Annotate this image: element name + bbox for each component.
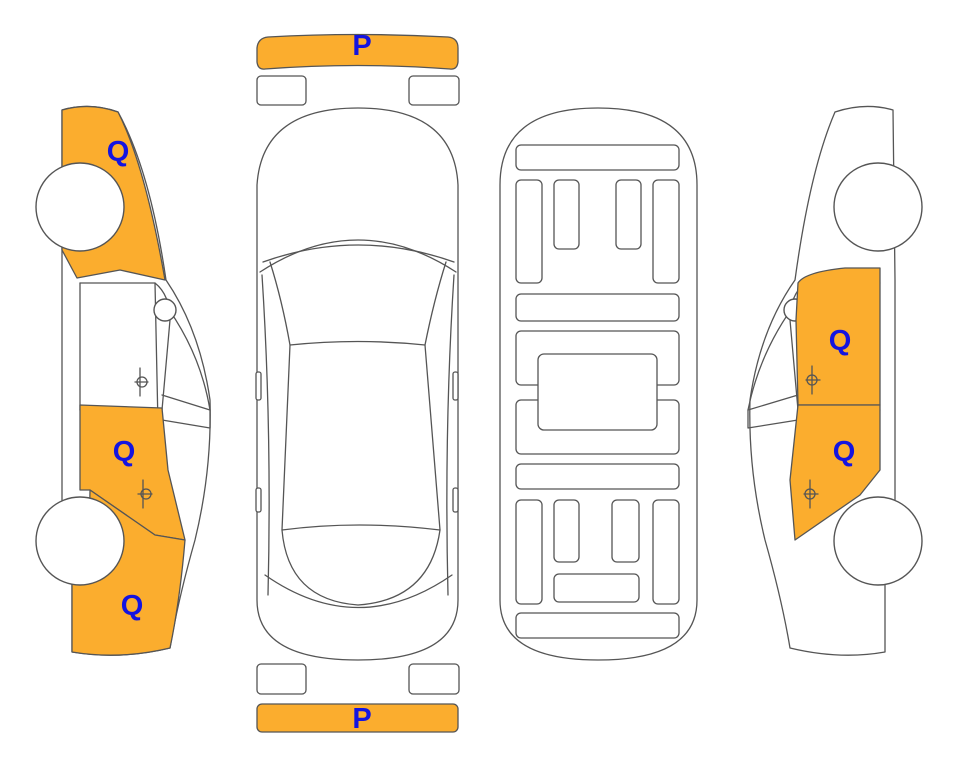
right-rear-wheel <box>833 496 923 586</box>
right-door-handle <box>806 374 818 386</box>
left-beltline <box>161 394 211 429</box>
rear-bumper-label: P <box>352 703 371 735</box>
rear-window <box>281 529 441 606</box>
front-bumper-label: P <box>352 30 371 62</box>
floor-panel <box>515 499 543 605</box>
left-front-fender-label: Q <box>107 136 130 168</box>
left-mirror <box>255 371 262 401</box>
right-body-outline <box>749 105 896 656</box>
left-handle <box>255 487 262 513</box>
floor-panel <box>515 179 543 284</box>
trunk-line <box>264 574 453 609</box>
top-body-outline <box>256 107 459 661</box>
right-door-handle <box>804 488 816 500</box>
left-rear-quarter-label: Q <box>121 590 144 622</box>
right-rear-door-label: Q <box>833 436 856 468</box>
right-front-wheel <box>833 162 923 252</box>
floor-panel <box>553 573 640 603</box>
a-pillar-left <box>269 261 291 346</box>
front-left-light <box>256 75 307 106</box>
left-front-wheel <box>35 162 125 252</box>
floor-panel <box>515 463 680 490</box>
floor-panel <box>515 144 680 171</box>
left-door-handle <box>137 479 153 509</box>
right-door-handle <box>805 365 821 395</box>
floor-panel <box>553 499 580 563</box>
floor-panel <box>652 179 680 284</box>
left-door-handle <box>136 376 148 388</box>
top-view <box>255 33 460 733</box>
left-rear-door-label: Q <box>113 436 136 468</box>
windshield-front-line <box>259 239 457 273</box>
floor-panel <box>652 499 680 605</box>
rear-left-light <box>256 663 307 695</box>
right-front-door-label: Q <box>829 325 852 357</box>
floor-center-panel <box>537 353 658 431</box>
right-mirror <box>452 371 459 401</box>
left-door-handle <box>140 488 152 500</box>
floor-outline <box>499 107 698 661</box>
floor-panel <box>615 179 642 250</box>
right-rear-door-panel <box>789 404 881 541</box>
floor-panel <box>611 499 640 563</box>
left-side-line <box>261 274 270 596</box>
floor-panel <box>515 293 680 322</box>
front-right-light <box>408 75 460 106</box>
damage-labels: P P Q Q Q Q Q <box>107 30 856 735</box>
right-door-handle <box>803 479 819 509</box>
windshield-lower <box>262 244 455 263</box>
right-side-line <box>446 274 455 596</box>
right-beltline <box>747 394 799 429</box>
a-pillar-right <box>424 261 447 346</box>
floor-view <box>499 107 698 661</box>
floor-panel <box>515 612 680 639</box>
right-handle <box>452 487 459 513</box>
floor-panel <box>553 179 580 250</box>
front-bumper-panel <box>256 33 459 70</box>
left-rear-wheel <box>35 496 125 586</box>
left-side-view <box>35 105 211 656</box>
left-mirror-bulge <box>153 298 177 322</box>
roof-outline <box>281 340 441 531</box>
right-side-view <box>747 105 923 656</box>
rear-bumper-panel <box>256 703 459 733</box>
rear-right-light <box>408 663 460 695</box>
